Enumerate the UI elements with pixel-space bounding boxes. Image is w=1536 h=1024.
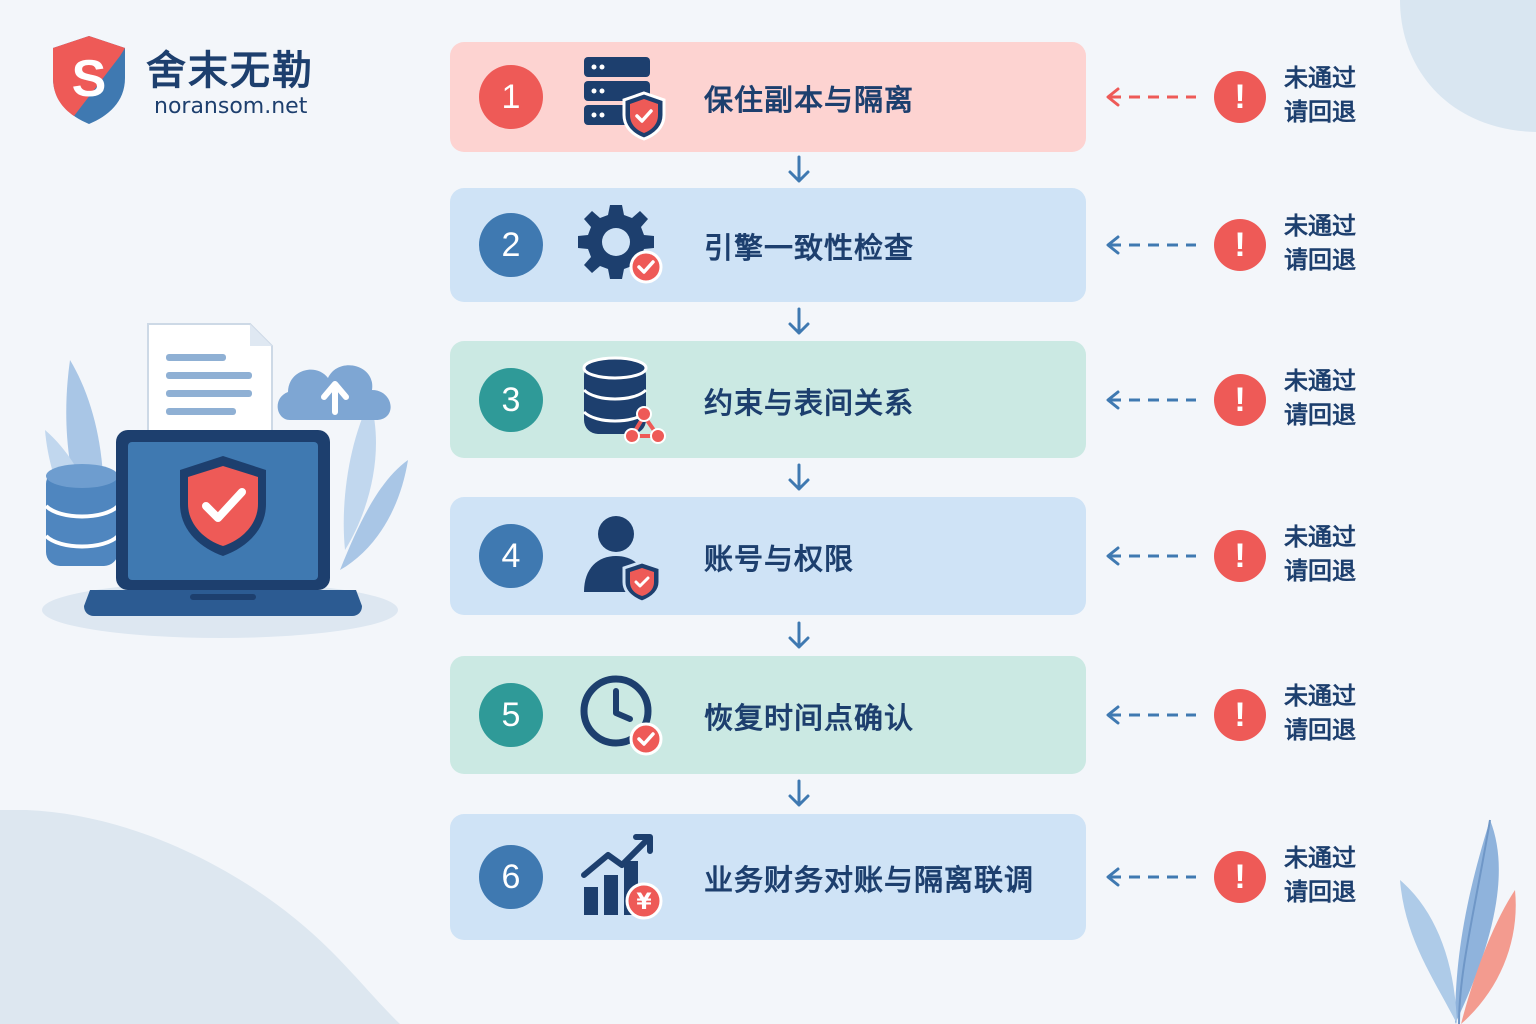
fail-text: 未通过 请回退	[1284, 679, 1356, 747]
fail-indicator-6: ! 未通过 请回退	[1104, 841, 1384, 913]
step-card-2: 2 引擎一致性检查	[450, 188, 1086, 302]
fail-line-1: 未通过	[1284, 523, 1356, 551]
step-card-1: 1 保住副本与隔离	[450, 42, 1086, 152]
corner-blob-bottom-left	[0, 810, 400, 1024]
alert-icon: !	[1214, 689, 1266, 741]
step-label: 约束与表间关系	[704, 385, 915, 420]
arrow-down-icon	[788, 307, 810, 334]
fail-line-1: 未通过	[1284, 64, 1356, 92]
step-card-3: 3 约束与表间关系	[450, 341, 1086, 458]
step-label: 保住副本与隔离	[704, 83, 915, 117]
arrow-down-icon	[788, 155, 810, 183]
leaves-bottom-right-icon	[1400, 819, 1516, 1024]
arrow-left-dashed-icon	[1106, 867, 1196, 887]
fail-line-2: 请回退	[1284, 98, 1356, 126]
fail-line-2: 请回退	[1284, 400, 1356, 429]
fail-line-1: 未通过	[1284, 212, 1356, 240]
step-card-5: 5 恢复时间点确认	[450, 656, 1086, 774]
cloud-upload-icon	[277, 365, 391, 420]
arrow-left-dashed-icon	[1106, 87, 1196, 107]
step-label: 业务财务对账与隔离联调	[704, 863, 1035, 897]
arrow-down-icon	[788, 463, 810, 490]
arrow-left-dashed-icon	[1106, 546, 1196, 566]
user-shield-icon	[584, 516, 662, 602]
fail-indicator-2: ! 未通过 请回退	[1104, 209, 1384, 281]
logo-letter: S	[72, 50, 107, 108]
arrow-down-icon	[788, 621, 810, 648]
step-number: 1	[479, 65, 543, 129]
alert-icon: !	[1214, 219, 1266, 271]
database-relation-icon	[582, 356, 666, 444]
fail-text: 未通过 请回退	[1284, 61, 1356, 129]
fail-indicator-1: ! 未通过 请回退	[1104, 61, 1384, 133]
fail-line-1: 未通过	[1284, 366, 1356, 395]
shield-check-icon	[180, 456, 266, 556]
fail-line-1: 未通过	[1284, 844, 1356, 872]
clock-check-icon	[580, 675, 663, 756]
fail-indicator-4: ! 未通过 请回退	[1104, 520, 1384, 592]
step-number: 4	[479, 524, 543, 588]
brand-name: 舍末无勒	[146, 48, 314, 94]
brand: S 舍末无勒 noransom.net	[50, 34, 350, 130]
step-label: 账号与权限	[704, 542, 855, 576]
arrow-left-dashed-icon	[1106, 390, 1196, 409]
step-number: 6	[479, 845, 543, 909]
fail-text: 未通过 请回退	[1284, 520, 1356, 588]
fail-line-2: 请回退	[1284, 557, 1356, 585]
step-label: 恢复时间点确认	[704, 701, 915, 735]
fail-line-2: 请回退	[1284, 716, 1356, 744]
laptop-shield-illustration	[42, 323, 408, 638]
fail-line-2: 请回退	[1284, 246, 1356, 274]
alert-icon: !	[1214, 71, 1266, 123]
server-shield-icon	[584, 57, 666, 141]
svg-text:¥: ¥	[636, 890, 652, 915]
fail-text: 未通过 请回退	[1284, 364, 1356, 432]
arrow-down-icon	[788, 779, 810, 807]
laptop-icon	[84, 430, 362, 616]
step-number: 2	[479, 213, 543, 277]
gear-check-icon	[578, 205, 663, 284]
shield-logo-icon: S	[53, 36, 125, 124]
brand-domain: noransom.net	[154, 94, 308, 119]
fail-indicator-3: ! 未通过 请回退	[1104, 364, 1384, 436]
fail-line-1: 未通过	[1284, 682, 1356, 710]
step-number: 3	[479, 367, 543, 432]
alert-icon: !	[1214, 530, 1266, 582]
arrow-left-dashed-icon	[1106, 705, 1196, 725]
database-icon	[44, 464, 120, 566]
step-number: 5	[479, 683, 543, 747]
arrow-left-dashed-icon	[1106, 235, 1196, 255]
corner-blob-top-right	[1400, 0, 1536, 132]
step-card-6: 6 ¥ 业务财务对账与隔离联调	[450, 814, 1086, 940]
chart-yuan-icon: ¥	[581, 834, 663, 920]
document-icon	[147, 323, 273, 461]
step-card-4: 4 账号与权限	[450, 497, 1086, 615]
fail-text: 未通过 请回退	[1284, 841, 1356, 909]
alert-icon: !	[1214, 373, 1266, 426]
fail-line-2: 请回退	[1284, 878, 1356, 906]
fail-indicator-5: ! 未通过 请回退	[1104, 679, 1384, 751]
fail-text: 未通过 请回退	[1284, 209, 1356, 277]
step-label: 引擎一致性检查	[704, 231, 915, 265]
alert-icon: !	[1214, 851, 1266, 903]
